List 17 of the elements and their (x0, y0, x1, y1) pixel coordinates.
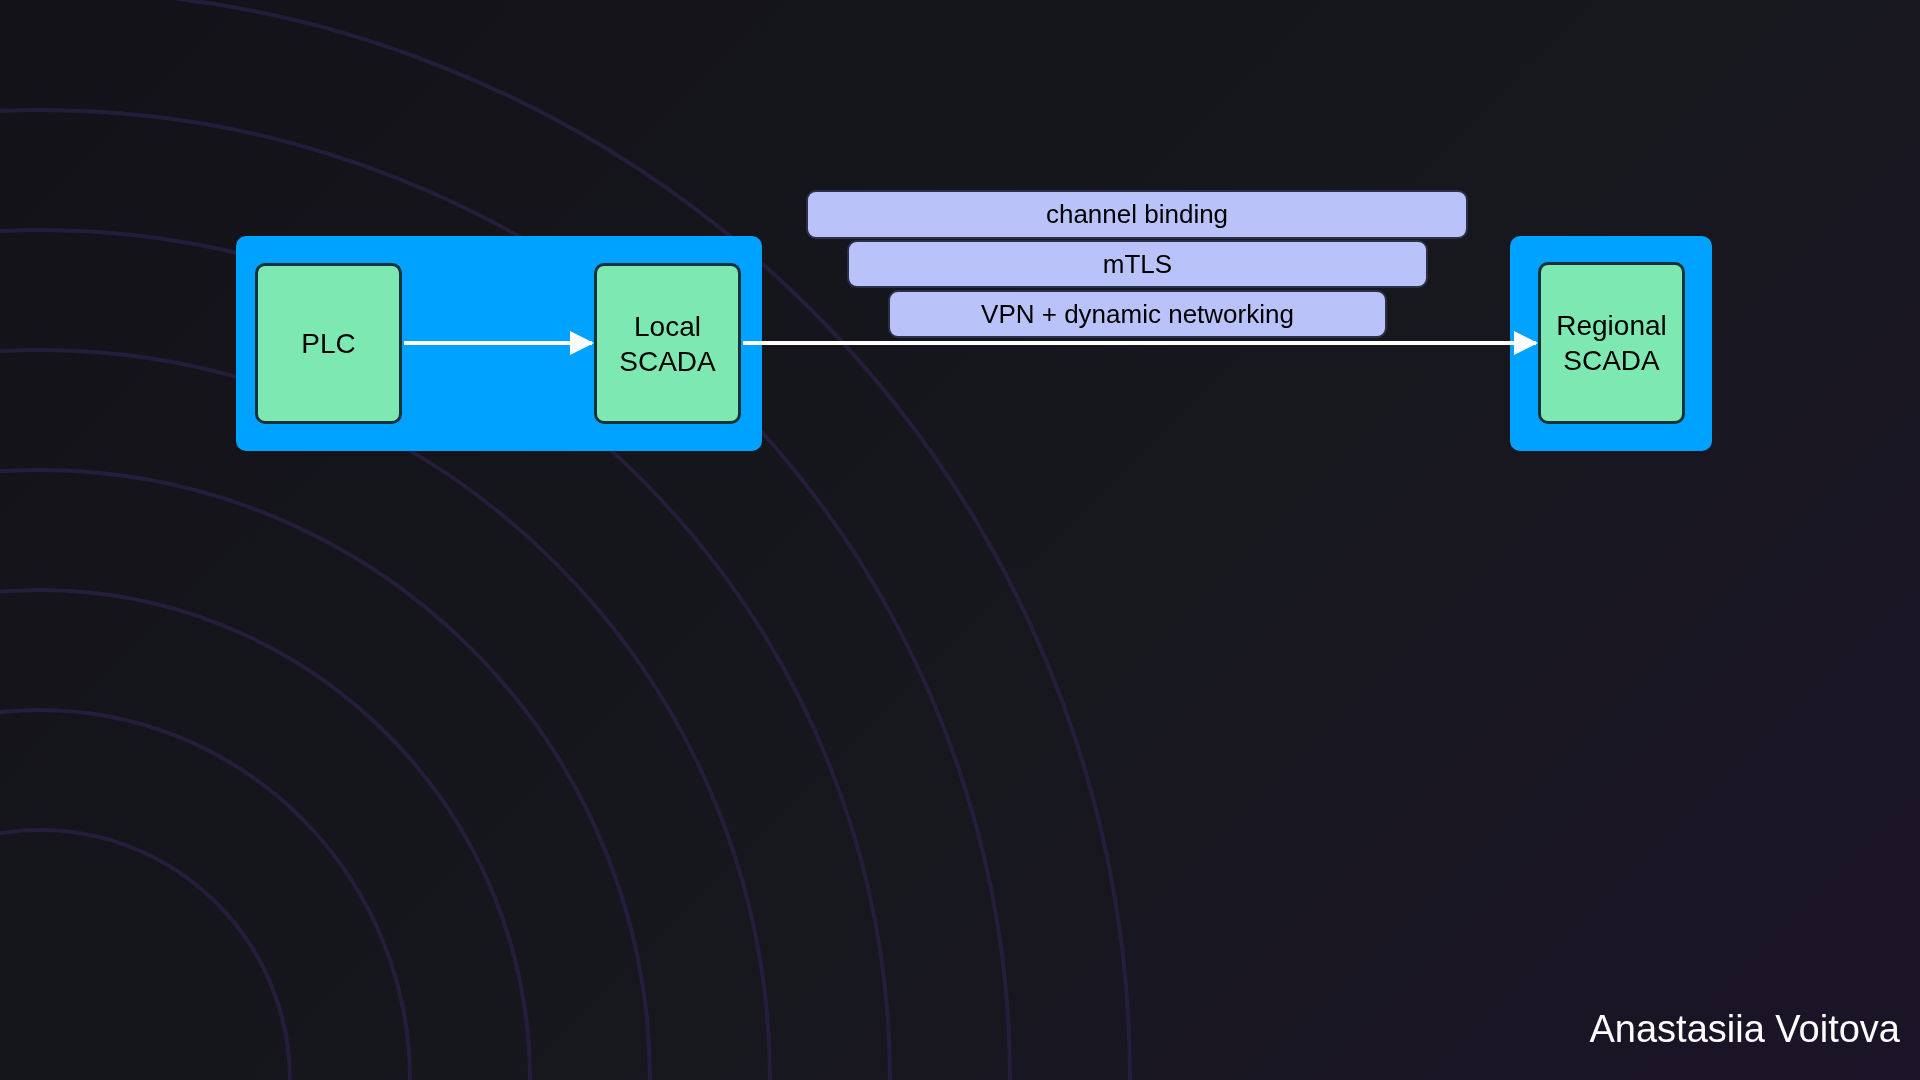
author-name: Anastasiia Voitova (1589, 1007, 1900, 1052)
arrow (743, 331, 1538, 355)
node-label: channel binding (1044, 198, 1230, 231)
device-box (594, 263, 741, 424)
protocol-band (888, 290, 1387, 338)
arrow (404, 331, 594, 355)
node-label: mTLS (1101, 247, 1174, 281)
protocol-band (806, 190, 1468, 239)
node-label: Regional SCADA (1555, 309, 1668, 378)
protocol-band (847, 240, 1428, 288)
device-box (1538, 262, 1685, 424)
device-box (255, 263, 402, 424)
node-label: VPN + dynamic networking (980, 297, 1295, 331)
group-panel (236, 236, 762, 451)
group-panel (1510, 236, 1712, 451)
node-label: Local SCADA (618, 309, 717, 379)
node-label: PLC (300, 327, 357, 361)
